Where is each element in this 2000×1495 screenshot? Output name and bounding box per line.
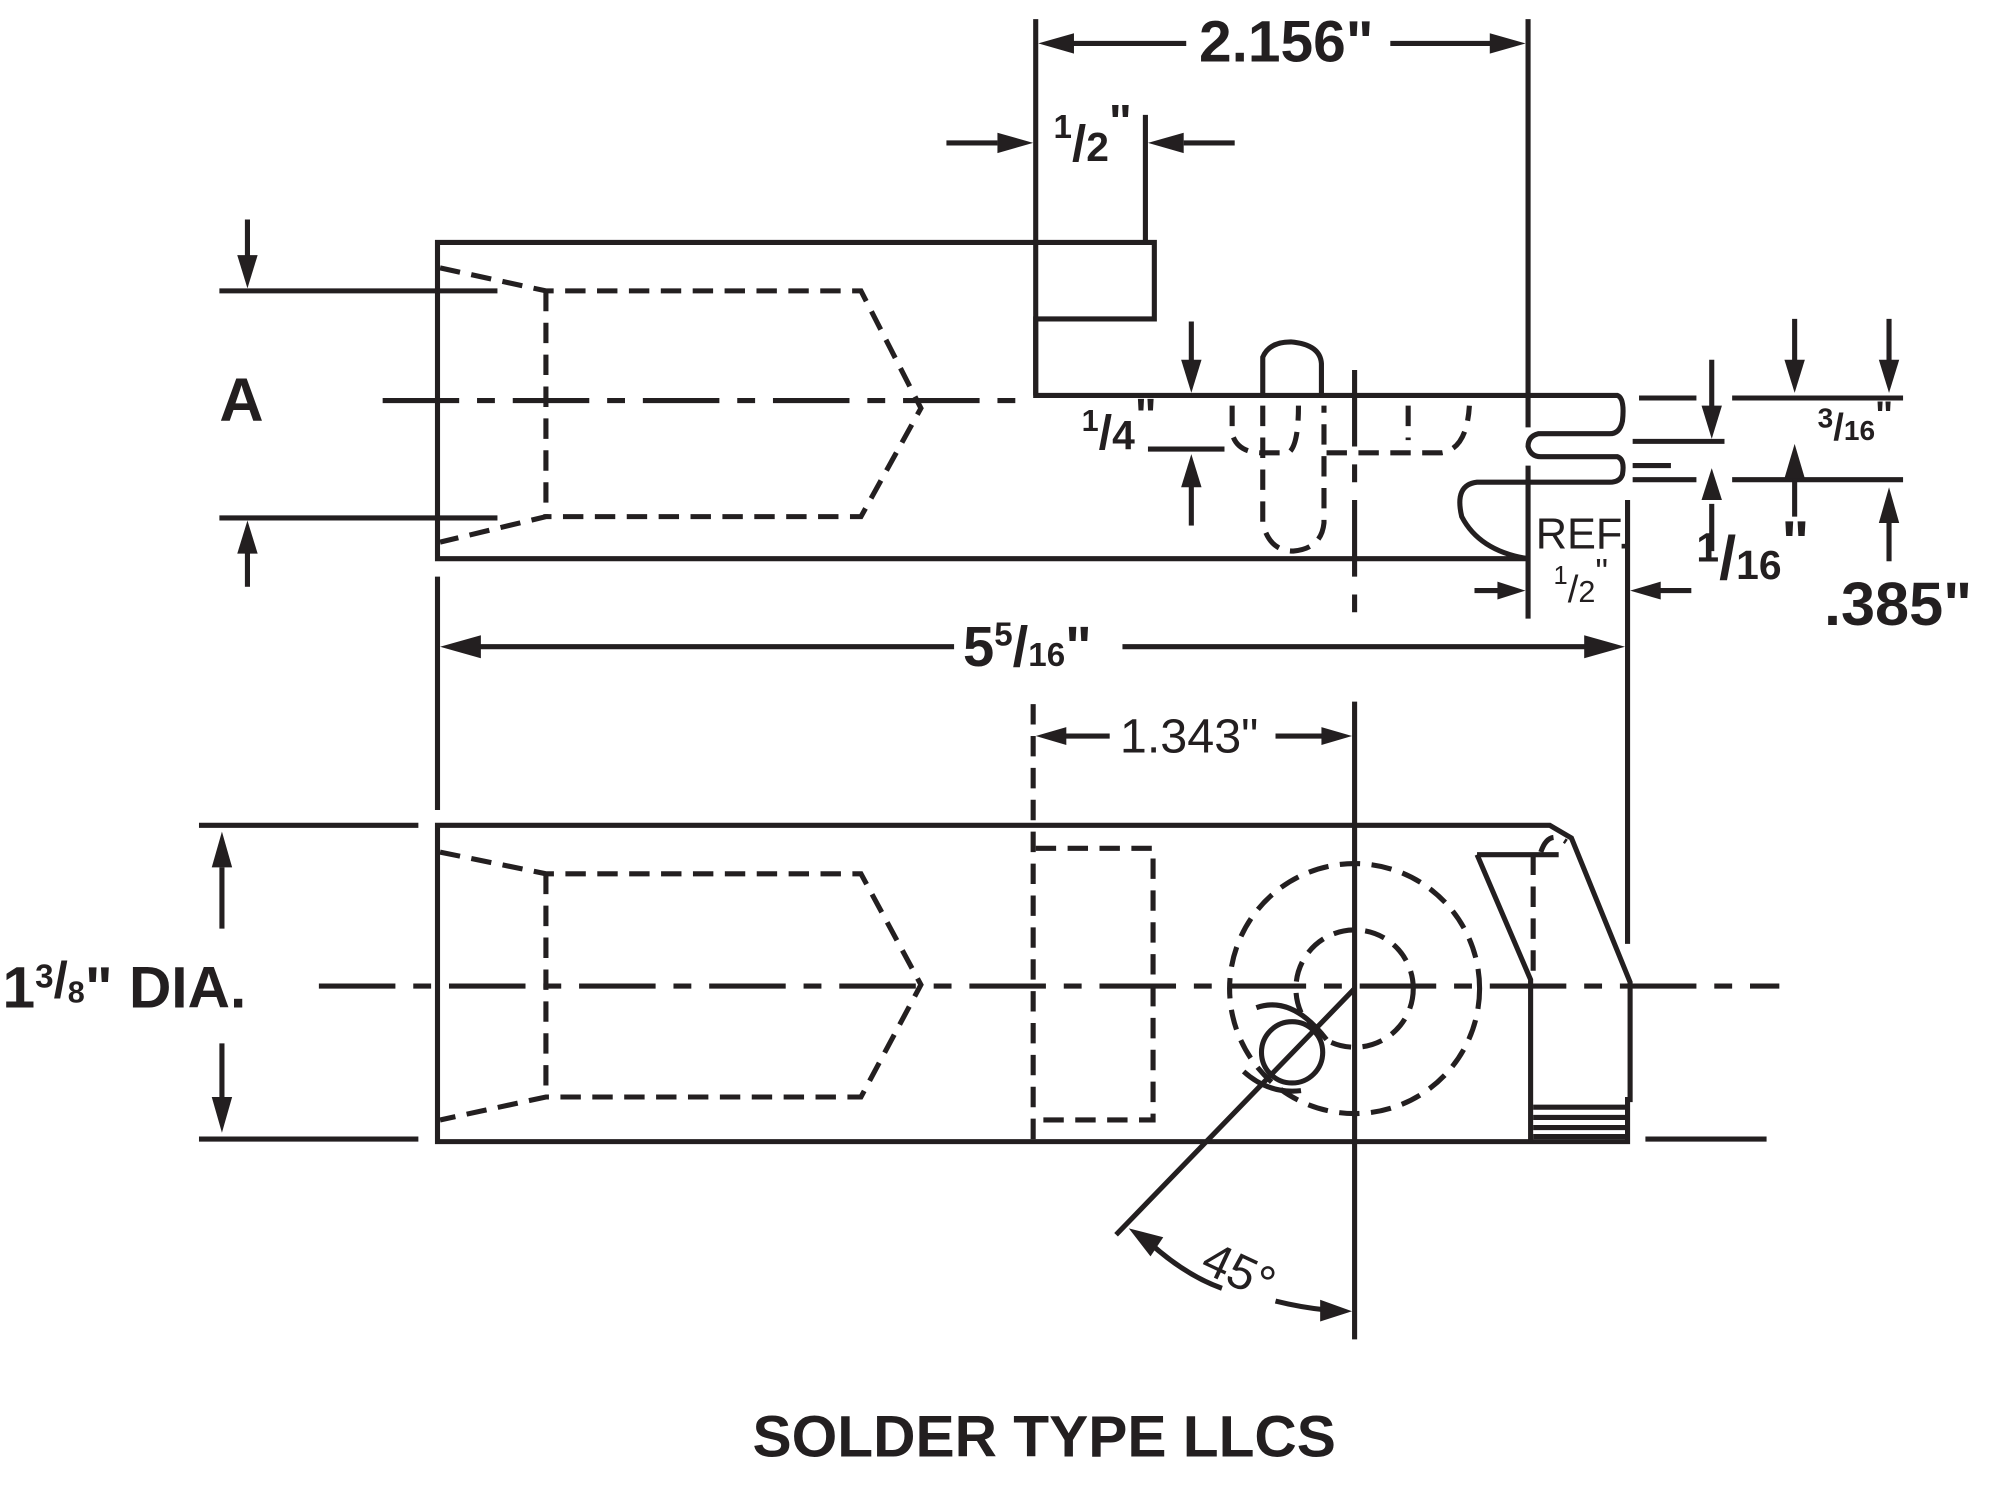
dim-angle: 45° bbox=[1194, 1232, 1283, 1312]
dim-one-sixteenth: 1/16" bbox=[1696, 509, 1809, 592]
drawing-title: SOLDER TYPE LLCS bbox=[753, 1405, 1336, 1470]
dim-385: .385" bbox=[1824, 570, 1972, 638]
ref-label: REF. bbox=[1536, 511, 1630, 559]
dim-dia: 13/8" DIA. bbox=[3, 951, 247, 1020]
dim-a-label: A bbox=[219, 366, 263, 434]
dim-three-sixteenths: 3/16" bbox=[1818, 393, 1894, 449]
dim-length: 55/16" bbox=[963, 615, 1092, 678]
dim-2-156: 2.156" bbox=[1199, 9, 1374, 74]
dim-1-343: 1.343" bbox=[1120, 710, 1258, 764]
top-view bbox=[219, 19, 1904, 944]
dim-tab-half: 1/2" bbox=[1054, 95, 1132, 172]
dim-ref-half: 1/2" bbox=[1554, 552, 1609, 611]
dim-quarter: 1/4" bbox=[1082, 389, 1157, 460]
bottom-view bbox=[198, 701, 1780, 1340]
